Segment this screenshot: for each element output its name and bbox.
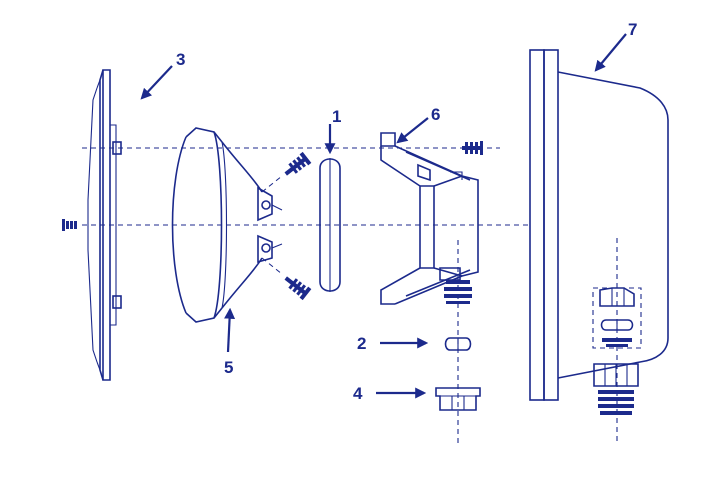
leader-arrows — [140, 33, 627, 399]
label-part-5: 5 — [224, 358, 233, 377]
label-part-3: 3 — [176, 50, 185, 69]
bezel-screw — [62, 219, 77, 231]
niche-housing — [529, 49, 669, 415]
gland-nut — [435, 387, 481, 411]
gasket-ring — [319, 158, 341, 292]
bracket-screw — [462, 141, 483, 155]
bracket-cable-gland — [444, 280, 472, 304]
terminal-screw-upper — [261, 151, 312, 193]
label-part-1: 1 — [332, 107, 341, 126]
label-part-7: 7 — [628, 20, 637, 39]
label-part-4: 4 — [353, 384, 363, 403]
label-part-6: 6 — [431, 105, 440, 124]
terminal-screw-lower — [261, 257, 312, 301]
wire-clip — [444, 337, 472, 351]
front-bezel-ring — [87, 69, 122, 381]
label-part-2: 2 — [357, 334, 366, 353]
sealed-beam-lamp — [171, 127, 283, 323]
lamp-bracket — [380, 132, 479, 305]
